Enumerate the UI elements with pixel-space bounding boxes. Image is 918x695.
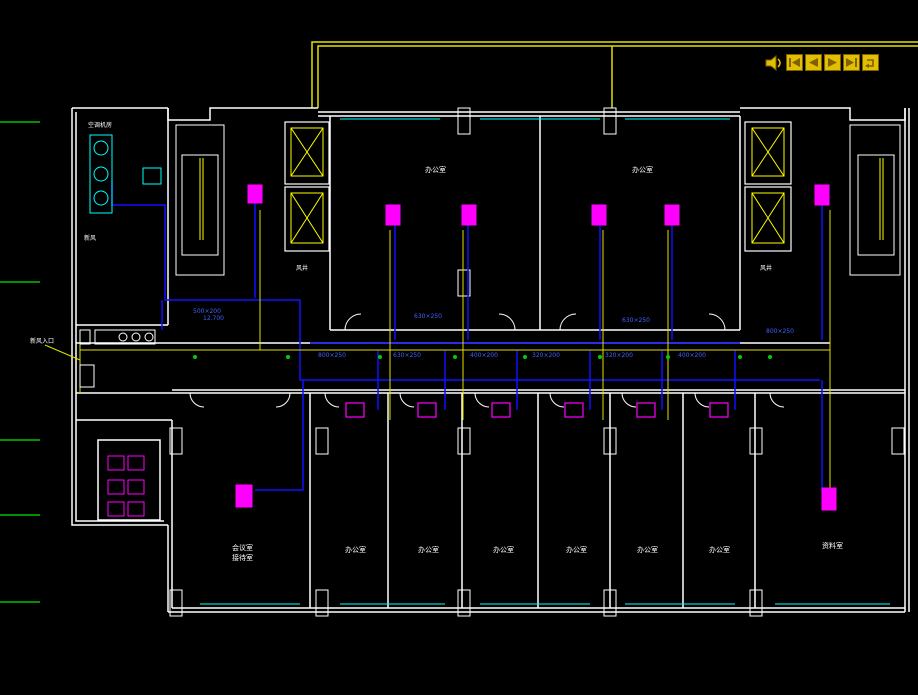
ahu-unit (89, 134, 162, 214)
outer-walls (71, 107, 910, 613)
stairs-left (175, 124, 225, 276)
lower-office-5-label: 办公室 (637, 545, 658, 554)
equipment-room-label: 空调机房 (88, 121, 112, 129)
first-icon[interactable] (786, 54, 803, 71)
equipment-racks (79, 329, 156, 388)
shaft-label: 风井 (296, 264, 308, 272)
elevator-cars (290, 127, 785, 244)
doors (189, 313, 785, 408)
annotation-lines (44, 210, 831, 500)
elevators (284, 121, 792, 252)
duct-label: 400×200 (678, 352, 706, 359)
stairs-right-flight (879, 158, 884, 240)
margin-legend-lines (0, 121, 40, 603)
return-icon[interactable] (862, 54, 879, 71)
columns (169, 107, 905, 617)
slide-nav-bar (764, 54, 879, 74)
duct-label: 400×200 (470, 352, 498, 359)
toilet-fixtures (107, 455, 145, 517)
lower-room-7-label: 资料室 (822, 541, 843, 550)
misc-labels: 空调机房 新风入口 新风 12.700 风井 风井 (30, 121, 772, 345)
lower-diffusers (345, 402, 729, 418)
lower-office-3-label: 办公室 (493, 545, 514, 554)
lower-office-1-label: 办公室 (345, 545, 366, 554)
lower-office-2-label: 办公室 (418, 545, 439, 554)
duct-label: 800×250 (766, 328, 794, 335)
stairs-right (849, 124, 901, 276)
shaft-label: 风井 (760, 264, 772, 272)
stairs-left-flight (199, 158, 204, 240)
ahu-label: 新风 (84, 234, 96, 242)
duct-label: 320×200 (605, 352, 633, 359)
upper-outline (311, 41, 918, 108)
duct-label: 500×200 (193, 308, 221, 315)
duct-label: 630×250 (622, 317, 650, 324)
duct-label: 320×200 (532, 352, 560, 359)
next-icon[interactable] (824, 54, 841, 71)
duct-label: 800×250 (318, 352, 346, 359)
duct-label: 630×250 (414, 313, 442, 320)
room-labels: 办公室 办公室 会议室接待室 办公室 办公室 办公室 办公室 办公室 办公室 资… (232, 165, 843, 562)
windows (200, 118, 890, 605)
corridor-markers (193, 355, 772, 359)
fan-coil-units (235, 184, 837, 511)
duct-labels: 500×200 630×250 630×250 800×250 800×250 … (193, 308, 794, 359)
supply-ducts (111, 180, 823, 491)
speaker-icon[interactable] (764, 54, 784, 72)
lower-office-6-label: 办公室 (709, 545, 730, 554)
duct-label: 630×250 (393, 352, 421, 359)
upper-office-2-label: 办公室 (632, 165, 653, 174)
entry-label: 新风入口 (30, 337, 54, 345)
lower-office-4-label: 办公室 (566, 545, 587, 554)
prev-icon[interactable] (805, 54, 822, 71)
upper-office-1-label: 办公室 (425, 165, 446, 174)
level-label: 12.700 (203, 315, 224, 322)
last-icon[interactable] (843, 54, 860, 71)
lower-room-1-label: 会议室接待室 (232, 543, 253, 562)
